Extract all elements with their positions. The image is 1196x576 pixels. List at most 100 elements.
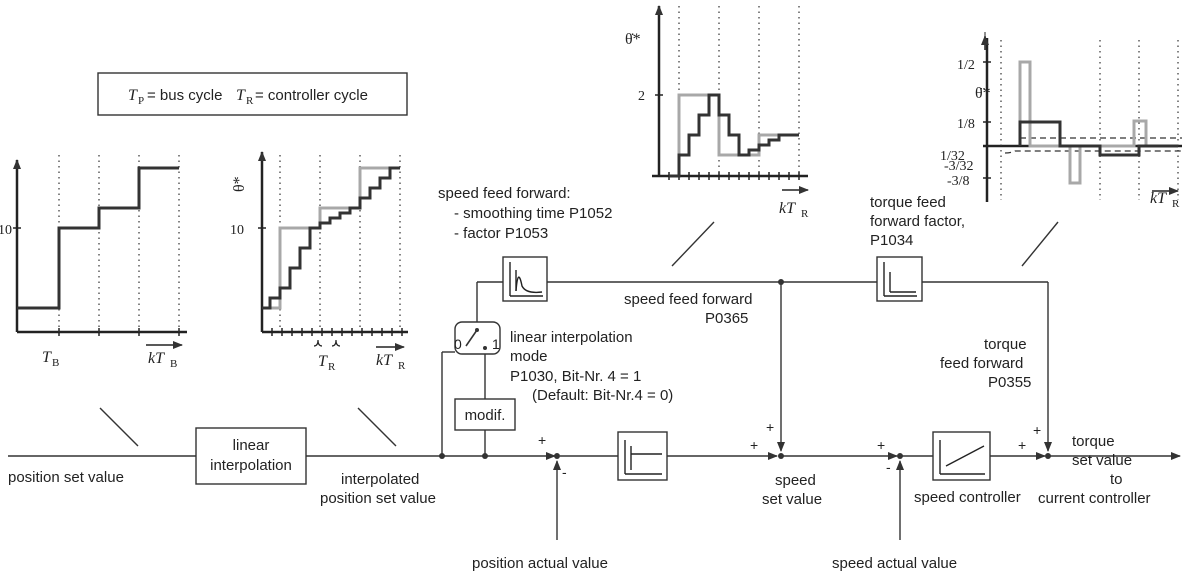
lin-mode-line2: mode bbox=[510, 348, 548, 365]
switch-arm bbox=[465, 329, 478, 347]
modif-block: modif. bbox=[454, 398, 516, 431]
torque-ff-line2: feed forward bbox=[940, 355, 1023, 372]
plot-c-interp-staircase bbox=[669, 93, 799, 178]
switch-label-1: 1 bbox=[492, 336, 500, 352]
legend-tp-text: = bus cycle bbox=[147, 87, 222, 104]
plot-b-ticks bbox=[258, 227, 403, 336]
torque-ff-factor-line3: P1034 bbox=[870, 232, 913, 249]
to-current-line2: current controller bbox=[1038, 490, 1151, 507]
plot-acceleration: θ̈* 1/2 1/8 1/32 -3/32 -3/8 kT R bbox=[940, 32, 1182, 210]
legend-box bbox=[97, 72, 408, 116]
plot-a-xmark: T bbox=[42, 349, 52, 366]
junction-dots bbox=[439, 279, 1051, 459]
speed-set-line2: set value bbox=[762, 491, 822, 508]
plot-c-xaxis: kT bbox=[779, 200, 796, 217]
position-set-value-label: position set value bbox=[8, 469, 124, 486]
plot-a-xaxis-sub: B bbox=[170, 358, 177, 370]
plot-d-tick-neg-3-8: -3/8 bbox=[947, 174, 970, 189]
sum3-minus: - bbox=[886, 459, 891, 475]
lin-mode-line1: linear interpolation bbox=[510, 329, 633, 346]
legend-tr-sub: R bbox=[246, 95, 254, 107]
plot-b-ylabel: θ* bbox=[231, 176, 248, 192]
legend-tr-symbol: T bbox=[236, 87, 246, 104]
plot-d-interp-steps bbox=[1018, 120, 1178, 157]
torque-factor-block bbox=[876, 256, 923, 302]
plot-d-tick-1-8: 1/8 bbox=[957, 117, 975, 132]
switch-label-0: 0 bbox=[454, 336, 462, 352]
plot-c-bus-staircase bbox=[677, 93, 799, 176]
plot-d-tick-1-32: 1/32 bbox=[940, 149, 965, 164]
legend-tr-text: = controller cycle bbox=[255, 87, 368, 104]
torque-ff-factor-line1: torque feed bbox=[870, 194, 946, 211]
plot-a-ytick: 10 bbox=[0, 223, 12, 238]
sum2-plus-left: + bbox=[750, 437, 758, 453]
linear-interpolation-block: linear interpolation bbox=[195, 427, 307, 485]
plot-b-xaxis: kT bbox=[376, 352, 393, 369]
plot-d-dash-lower bbox=[1004, 150, 1182, 154]
plot-velocity: θ̇* 2 kT R bbox=[625, 5, 809, 220]
plot-b-interp-staircase bbox=[262, 166, 400, 310]
signal-wires bbox=[8, 281, 1181, 540]
plot-d-xaxis-sub: R bbox=[1172, 198, 1180, 210]
legend-tp-symbol: T bbox=[128, 87, 138, 104]
sum1-plus: + bbox=[538, 432, 546, 448]
torque-ff-line1: torque bbox=[984, 336, 1027, 353]
sum3-plus: + bbox=[877, 437, 885, 453]
linear-interpolation-line1: linear bbox=[233, 437, 270, 454]
summing-signs: + - + + + - + + bbox=[538, 419, 1041, 480]
sum2-plus-top: + bbox=[766, 419, 774, 435]
plot-position-interpolated: θ* 10 T R kT R bbox=[230, 151, 408, 373]
plot-c-ylabel: θ̇* bbox=[625, 31, 641, 48]
speed-ff-line3: - factor P1053 bbox=[454, 225, 548, 242]
legend: T P = bus cycle T R = controller cycle bbox=[97, 72, 408, 116]
interpolated-line2: position set value bbox=[320, 490, 436, 507]
sum4-plus-top: + bbox=[1033, 422, 1041, 438]
smoothing-curve-icon bbox=[515, 276, 543, 294]
plot-a-ticks bbox=[13, 227, 180, 336]
to-current-line1: to bbox=[1110, 471, 1123, 488]
plot-b-xmark: T bbox=[318, 353, 328, 370]
plot-a-staircase bbox=[17, 166, 179, 310]
delay-block bbox=[617, 431, 668, 481]
plot-c-xaxis-sub: R bbox=[801, 208, 809, 220]
torque-ff-line3: P0355 bbox=[988, 374, 1031, 391]
interpolated-line1: interpolated bbox=[341, 471, 419, 488]
lin-mode-line3: P1030, Bit-Nr. 4 = 1 bbox=[510, 368, 641, 385]
linear-interpolation-line2: interpolation bbox=[210, 457, 292, 474]
plot-position-bus-cycle: θ* 10 T B kT B bbox=[0, 155, 187, 370]
speed-controller-label: speed controller bbox=[914, 489, 1021, 506]
modif-label: modif. bbox=[465, 407, 506, 424]
position-actual-label: position actual value bbox=[472, 555, 608, 572]
plot-a-xmark-sub: B bbox=[52, 357, 59, 369]
legend-tp-sub: P bbox=[138, 95, 144, 107]
plot-d-tick-1-2: 1/2 bbox=[957, 58, 975, 73]
plot-callout-lines bbox=[99, 221, 1059, 447]
mode-switch: 0 1 bbox=[454, 321, 501, 355]
sum1-minus: - bbox=[562, 464, 567, 480]
lin-mode-line4: (Default: Bit-Nr.4 = 0) bbox=[532, 387, 673, 404]
plot-c-ytick: 2 bbox=[638, 89, 645, 104]
torque-set-line2: set value bbox=[1072, 452, 1132, 469]
speed-controller-block bbox=[932, 431, 991, 481]
plot-b-ytick: 10 bbox=[230, 223, 244, 238]
plot-a-xaxis: kT bbox=[148, 350, 165, 367]
speed-ff-param-line2: P0365 bbox=[705, 310, 748, 327]
torque-ff-factor-line2: forward factor, bbox=[870, 213, 965, 230]
plot-d-ylabel: θ̈* bbox=[975, 85, 991, 102]
plot-d-xaxis: kT bbox=[1150, 190, 1167, 207]
plot-d-ticks bbox=[983, 61, 991, 179]
speed-ff-line2: - smoothing time P1052 bbox=[454, 205, 612, 222]
speed-actual-label: speed actual value bbox=[832, 555, 957, 572]
plot-b-xaxis-sub: R bbox=[398, 360, 406, 372]
speed-set-line1: speed bbox=[775, 472, 816, 489]
torque-set-line1: torque bbox=[1072, 433, 1115, 450]
plot-c-ticks bbox=[655, 94, 800, 180]
speed-ff-param-line1: speed feed forward bbox=[624, 291, 752, 308]
plot-d-bus-pulses bbox=[1018, 60, 1148, 185]
plot-d-tick-neg-3-32: -3/32 bbox=[944, 159, 974, 174]
plot-b-xmark-sub: R bbox=[328, 361, 336, 373]
plot-b-brace bbox=[313, 339, 341, 347]
speed-ff-line1: speed feed forward: bbox=[438, 185, 571, 202]
speed-smoothing-block bbox=[502, 256, 548, 302]
